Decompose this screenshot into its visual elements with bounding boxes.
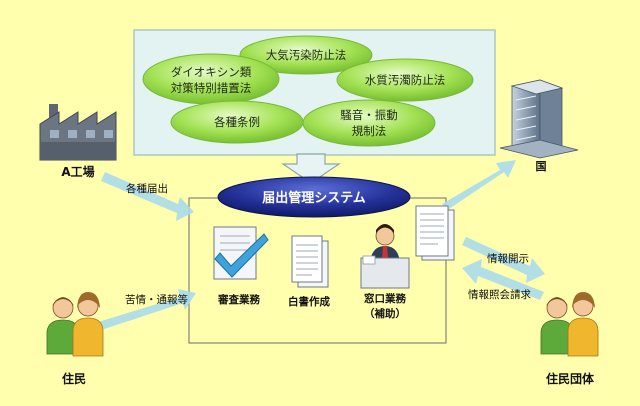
flow-disclosure-label: 情報開示	[487, 252, 529, 265]
system-oval: 届出管理システム	[217, 176, 411, 218]
law-air-label: 大気汚染防止法	[266, 48, 347, 62]
law-noise-label-line2: 規制法	[352, 124, 387, 138]
government-building-icon	[499, 79, 579, 159]
actor-residents-label: 住民	[62, 371, 86, 386]
residents-group-icon	[540, 292, 599, 357]
checkmark-icon	[214, 233, 269, 278]
law-oval-noise-vibration: 騒音・振動 規制法	[302, 99, 436, 147]
law-dioxin-label-line2: 対策特別措置法	[171, 81, 252, 95]
whitepaper-document-icon	[291, 235, 329, 288]
output-document-icon	[415, 205, 455, 261]
review-document-icon	[213, 226, 269, 280]
task-whitepaper-label: 白書作成	[288, 295, 330, 308]
law-dioxin-label-line1: ダイオキシン類	[171, 65, 252, 79]
arrow-factory-to-system	[101, 172, 194, 221]
laws-panel: 大気汚染防止法 ダイオキシン類 対策特別措置法 水質汚濁防止法 各種条例 騒音・…	[133, 29, 496, 156]
task-counter-label-line1: 窓口業務	[364, 292, 406, 305]
system-title: 届出管理システム	[262, 190, 366, 206]
down-arrow	[281, 153, 341, 184]
law-noise-label-line1: 騒音・振動	[340, 108, 398, 122]
law-ordinances-label: 各種条例	[214, 115, 260, 129]
law-oval-air-pollution: 大気汚染防止法	[239, 35, 373, 75]
task-counter-label-line2: （補助）	[364, 307, 406, 320]
factory-icon	[39, 104, 117, 161]
flow-inquiry-label: 情報照会請求	[468, 288, 531, 301]
arrow-residents-to-system	[98, 289, 196, 330]
law-oval-dioxin: ダイオキシン類 対策特別措置法	[142, 53, 280, 105]
actor-factory-label: A工場	[61, 164, 94, 179]
actor-group-label: 住民団体	[546, 371, 595, 386]
flow-complaints-label: 苦情・通報等	[125, 293, 188, 306]
task-review-label: 審査業務	[217, 293, 260, 306]
law-water-label: 水質汚濁防止法	[365, 73, 446, 87]
actor-government-label: 国	[536, 160, 547, 173]
arrow-inquiry	[462, 259, 544, 300]
law-oval-water-pollution: 水質汚濁防止法	[336, 58, 474, 102]
flow-filings-label: 各種届出	[126, 182, 168, 195]
residents-icon	[46, 292, 104, 357]
arrow-system-to-government	[442, 160, 516, 211]
flow-arrows	[98, 160, 545, 330]
clerk-icon	[360, 224, 410, 289]
arrow-disclosure	[462, 237, 545, 283]
law-oval-ordinances: 各種条例	[170, 100, 304, 144]
